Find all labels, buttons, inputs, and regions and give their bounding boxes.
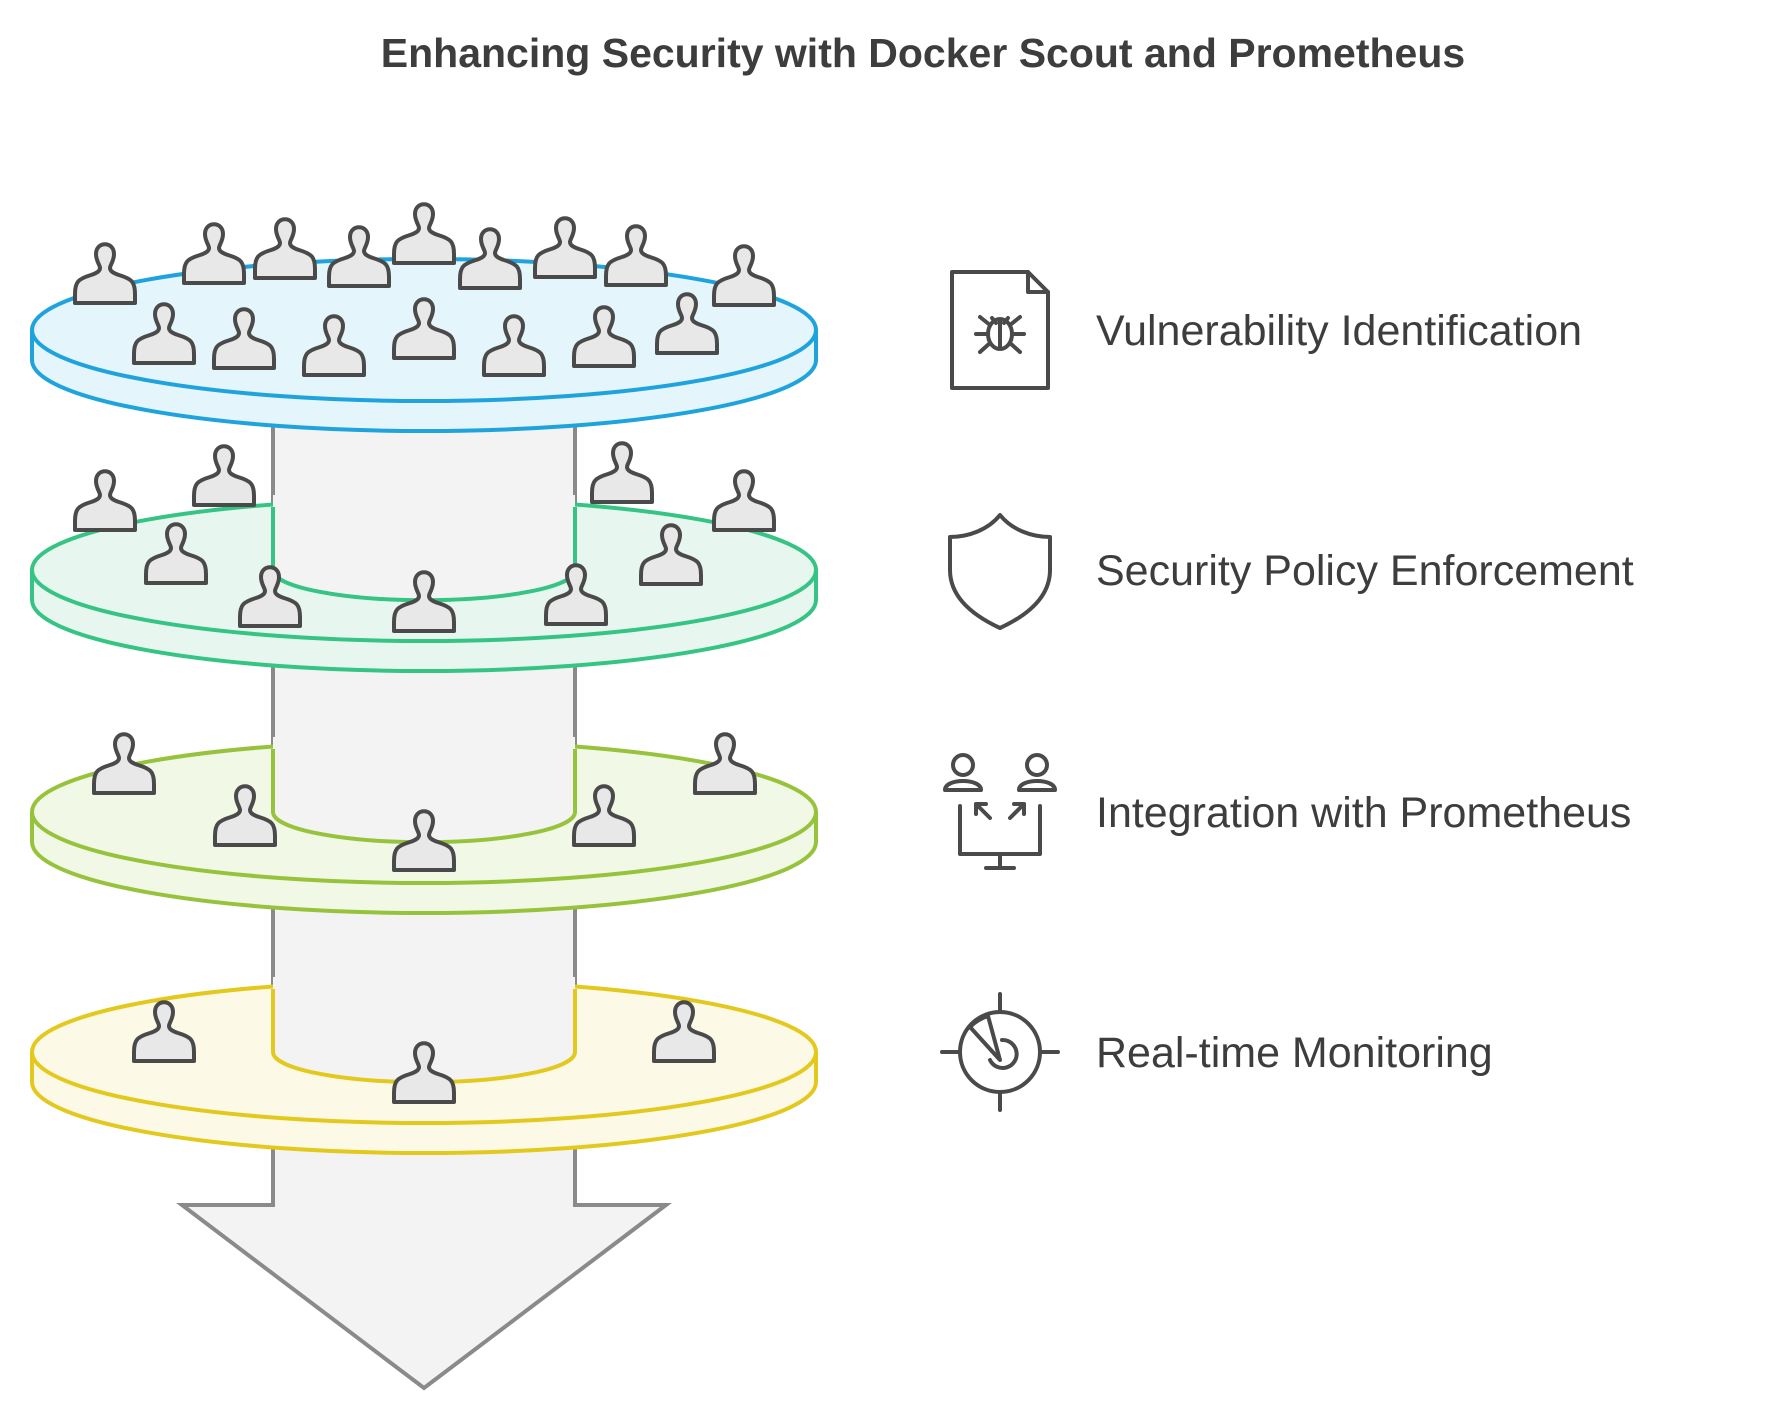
stage-layer-3 — [30, 732, 818, 915]
stage-label-4: Real-time Monitoring — [1096, 1029, 1493, 1077]
stage-label-1: Vulnerability Identification — [1096, 307, 1582, 355]
stage-label-group-1: Vulnerability Identification — [950, 270, 1582, 390]
person-icon — [604, 224, 668, 287]
radar-target-icon — [940, 992, 1060, 1112]
person-icon — [392, 202, 456, 265]
person-icon — [712, 469, 776, 532]
pipe-section — [273, 977, 575, 1083]
stage-label-group-4: Real-time Monitoring — [940, 992, 1493, 1112]
person-icon — [182, 222, 246, 285]
person-icon — [590, 441, 654, 504]
stage-layer-4 — [30, 977, 818, 1155]
stage-label-2: Security Policy Enforcement — [1096, 547, 1634, 595]
diagram-title: Enhancing Security with Docker Scout and… — [380, 30, 1466, 76]
pipe-section — [273, 495, 575, 601]
person-icon — [712, 244, 776, 307]
person-icon — [73, 242, 137, 305]
person-icon — [73, 469, 137, 532]
person-icon — [192, 444, 256, 507]
person-icon — [327, 225, 391, 288]
stage-label-group-2: Security Policy Enforcement — [948, 513, 1634, 630]
stage-layer-2 — [30, 441, 818, 673]
person-icon — [253, 217, 317, 280]
pipe-section — [273, 737, 575, 843]
bug-document-icon — [950, 270, 1050, 390]
stage-label-group-3: Integration with Prometheus — [943, 753, 1631, 870]
stage-layer-1 — [30, 202, 818, 433]
stage-label-3: Integration with Prometheus — [1096, 789, 1631, 837]
person-icon — [533, 216, 597, 279]
integration-monitor-icon — [943, 753, 1057, 870]
shield-icon — [948, 513, 1052, 630]
